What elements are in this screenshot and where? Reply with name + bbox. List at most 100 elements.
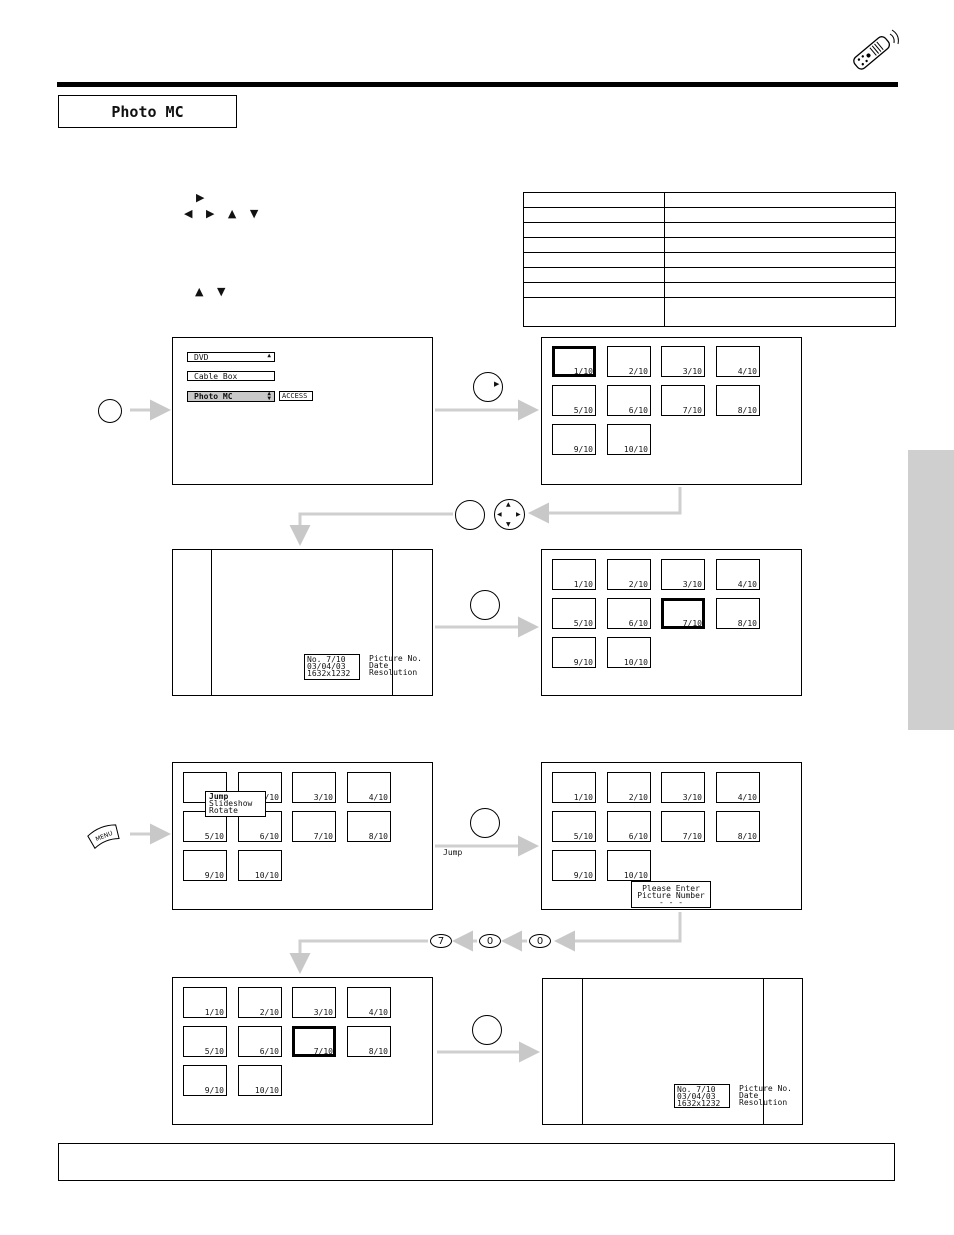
photo-thumbnail[interactable]: 3/10 — [661, 346, 705, 377]
photo-thumbnail[interactable]: 7/10 — [661, 598, 705, 629]
menu-screen: DVD ▲ Cable Box Photo MC ▲▼ ACCESS — [172, 337, 433, 485]
thumbnail-number: 9/10 — [573, 658, 593, 667]
number-key-7: 7 — [430, 934, 452, 948]
table-cell — [664, 297, 896, 327]
photo-thumbnail[interactable]: 6/10 — [607, 598, 651, 629]
direction-arrows-icon: ◀ ▶ ▲ ▼ — [184, 207, 264, 220]
photo-thumbnail[interactable]: 7/10 — [292, 811, 336, 842]
table-row — [523, 237, 896, 253]
thumbnail-screen-first: 10/10 9/10 8/10 7/10 6/10 5/10 4/10 3/10 2/10 1/1… — [541, 337, 802, 485]
thumbnail-number: 1/10 — [573, 580, 593, 589]
photo-thumbnail[interactable]: 2/10 — [607, 346, 651, 377]
photo-thumbnail[interactable]: 3/10 — [661, 559, 705, 590]
picture-view-screen: No. 7/10 03/04/03 1632x1232 Picture No. … — [172, 549, 433, 696]
thumbnail-number: 2/10 — [259, 793, 279, 802]
thumbnail-number: 4/10 — [737, 367, 757, 376]
photo-thumbnail[interactable]: 5/10 — [552, 811, 596, 842]
popup-item-jump[interactable]: Jump — [209, 792, 229, 801]
photo-thumbnail[interactable]: 10/10 — [607, 850, 651, 881]
note-box — [58, 1143, 895, 1181]
thumbnail-number: 7/10 — [313, 832, 333, 841]
thumbnail-number: 1/10 — [573, 367, 593, 376]
thumbnail-number: 1/10 — [573, 793, 593, 802]
menu-item-dvd[interactable]: DVD ▲ — [187, 352, 275, 362]
photo-thumbnail[interactable]: 3/10 — [661, 772, 705, 803]
right-arrow-icon: ▶ — [196, 191, 205, 204]
picture-info-box: No. 7/10 03/04/03 1632x1232 — [304, 654, 360, 680]
photo-thumbnail[interactable]: 2/10 — [607, 559, 651, 590]
photo-thumbnail[interactable]: 9/10 — [552, 850, 596, 881]
resolution-label: Resolution — [739, 1098, 788, 1107]
photo-thumbnail[interactable]: 9/10 — [183, 850, 227, 881]
photo-thumbnail[interactable]: 9/10 — [552, 424, 596, 455]
photo-thumbnail[interactable]: 3/10 — [292, 772, 336, 803]
photo-thumbnail[interactable]: 2/10 — [607, 772, 651, 803]
photo-thumbnail[interactable]: 8/10 — [347, 811, 391, 842]
thumbnail-number: 6/10 — [259, 832, 279, 841]
photo-thumbnail[interactable]: 1/10 — [552, 559, 596, 590]
thumbnail-number: 9/10 — [573, 871, 593, 880]
thumbnail-number: 3/10 — [682, 580, 702, 589]
thumbnail-screen-menu: 10/109/108/107/106/105/104/103/102/101/1… — [172, 762, 433, 910]
thumbnail-number: 2/10 — [628, 580, 648, 589]
photo-thumbnail[interactable]: 6/10 — [607, 385, 651, 416]
photo-thumbnail[interactable]: 4/10 — [716, 346, 760, 377]
right-button-icon: ▶ — [473, 372, 503, 402]
thumbnail-number: 10/10 — [254, 871, 279, 880]
select-button-icon — [455, 500, 485, 530]
date-label: Date — [369, 661, 389, 670]
thumbnail-number: 8/10 — [737, 406, 757, 415]
popup-item-rotate[interactable]: Rotate — [209, 806, 238, 815]
thumbnail-number: 5/10 — [204, 832, 224, 841]
photo-thumbnail[interactable]: 7/10 — [661, 385, 705, 416]
picture-info-box: No. 7/10 03/04/03 1632x1232 — [674, 1084, 730, 1108]
photo-thumbnail[interactable]: 5/10 — [183, 1026, 227, 1057]
resolution-label: Resolution — [369, 668, 418, 677]
photo-thumbnail[interactable]: 4/10 — [716, 772, 760, 803]
thumbnail-number: 2/10 — [628, 367, 648, 376]
photo-thumbnail[interactable]: 10/10 — [607, 637, 651, 668]
thumbnail-number: 4/10 — [368, 793, 388, 802]
photo-thumbnail[interactable]: 6/10 — [238, 1026, 282, 1057]
photo-thumbnail[interactable]: 2/10 — [238, 987, 282, 1018]
menu-item-cable-box[interactable]: Cable Box — [187, 371, 275, 381]
thumbnail-number: 7/10 — [313, 1047, 333, 1056]
photo-thumbnail[interactable]: 9/10 — [183, 1065, 227, 1096]
photo-thumbnail[interactable]: 10/10 — [607, 424, 651, 455]
photo-thumbnail[interactable]: 8/10 — [716, 385, 760, 416]
photo-thumbnail[interactable]: 7/10 — [661, 811, 705, 842]
thumbnail-number: 1/10 — [204, 1008, 224, 1017]
photo-thumbnail[interactable]: 4/10 — [347, 987, 391, 1018]
photo-thumbnail[interactable]: 5/10 — [552, 598, 596, 629]
photo-thumbnail[interactable]: 1/10 — [183, 987, 227, 1018]
thumbnail-number: 10/10 — [623, 445, 648, 454]
thumbnail-number: 6/10 — [628, 406, 648, 415]
remote-control-icon — [846, 28, 900, 78]
photo-thumbnail[interactable]: 8/10 — [716, 598, 760, 629]
thumbnail-number: 6/10 — [628, 832, 648, 841]
photo-thumbnail[interactable]: 6/10 — [607, 811, 651, 842]
thumbnail-number: 10/10 — [623, 658, 648, 667]
menu-item-photo-mc[interactable]: Photo MC ▲▼ — [187, 391, 275, 402]
photo-thumbnail[interactable]: 9/10 — [552, 637, 596, 668]
thumbnail-number: 3/10 — [313, 1008, 333, 1017]
popup-menu: Jump Slideshow Rotate — [205, 791, 266, 817]
table-row — [523, 282, 896, 298]
thumbnail-number: 10/10 — [254, 1086, 279, 1095]
photo-thumbnail[interactable]: 1/10 — [552, 772, 596, 803]
photo-thumbnail[interactable]: 4/10 — [347, 772, 391, 803]
photo-thumbnail[interactable]: 3/10 — [292, 987, 336, 1018]
photo-thumbnail[interactable]: 4/10 — [716, 559, 760, 590]
photo-thumbnail[interactable]: 1/10 — [552, 346, 596, 377]
round-button-icon — [98, 399, 122, 423]
photo-thumbnail[interactable]: 7/10 — [292, 1026, 336, 1057]
thumbnail-screen-second: 10/10 9/10 8/10 7/10 6/10 5/10 4/10 3/10 2/10 1/1… — [541, 549, 802, 696]
photo-thumbnail[interactable]: 5/10 — [552, 385, 596, 416]
photo-thumbnail[interactable]: 8/10 — [347, 1026, 391, 1057]
up-down-arrows-icon: ▲ ▼ — [195, 285, 231, 298]
thumbnail-number: 7/10 — [682, 619, 702, 628]
photo-thumbnail[interactable]: 10/10 — [238, 1065, 282, 1096]
popup-item-slideshow[interactable]: Slideshow — [209, 799, 253, 808]
photo-thumbnail[interactable]: 8/10 — [716, 811, 760, 842]
photo-thumbnail[interactable]: 10/10 — [238, 850, 282, 881]
